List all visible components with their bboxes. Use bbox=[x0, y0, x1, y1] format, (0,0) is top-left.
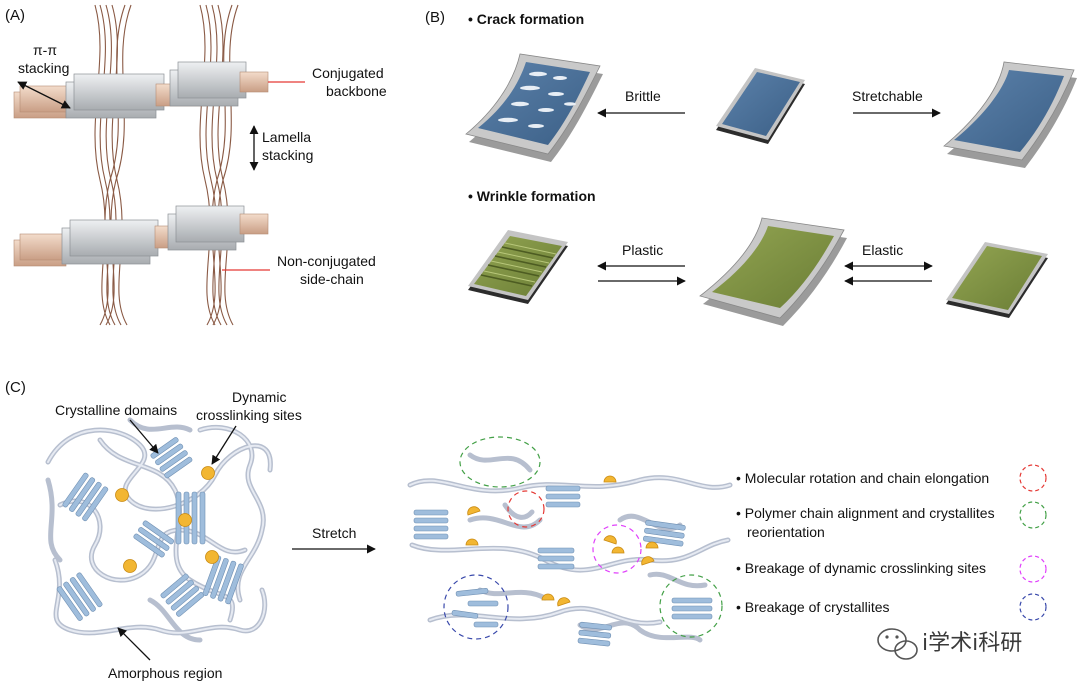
magenta-region-circle bbox=[592, 524, 642, 574]
side-chain-label-1: Non-conjugated bbox=[277, 253, 376, 269]
legend-item-2b: reorientation bbox=[747, 524, 825, 540]
aligned-crystallite bbox=[413, 509, 449, 540]
pi-stacking-arrow bbox=[17, 81, 71, 109]
stretched-green-film bbox=[699, 217, 847, 326]
conjugated-label-1: Conjugated bbox=[312, 65, 384, 81]
conjugated-label-2: backbone bbox=[326, 83, 387, 99]
half-crosslink bbox=[645, 541, 659, 549]
aligned-crystallite bbox=[537, 547, 575, 570]
crystalline-domain bbox=[133, 520, 175, 558]
panel-a: (A) bbox=[5, 4, 387, 326]
crystalline-domain bbox=[62, 472, 109, 522]
green-region-circle-2 bbox=[659, 574, 723, 638]
elastic-label: Elastic bbox=[862, 242, 903, 258]
legend: • Molecular rotation and chain elongatio… bbox=[736, 464, 1047, 621]
stretched-blue-film bbox=[943, 61, 1077, 168]
pi-stacking-label-2: stacking bbox=[18, 60, 69, 76]
backbone-stack-lower bbox=[13, 205, 269, 267]
legend-marker-green bbox=[1019, 501, 1047, 529]
crosslink-sites bbox=[115, 466, 219, 573]
fiber-bundle bbox=[94, 4, 132, 326]
watermark: i学术i科研 bbox=[877, 628, 1022, 660]
panel-c: (C) bbox=[5, 379, 1047, 681]
wechat-icon bbox=[877, 628, 918, 660]
half-crosslink bbox=[465, 538, 479, 546]
legend-marker-red bbox=[1019, 464, 1047, 492]
panel-a-tag: (A) bbox=[5, 7, 25, 24]
stretchable-label: Stretchable bbox=[852, 88, 923, 104]
crosslink-site bbox=[201, 466, 215, 480]
cracked-film bbox=[465, 53, 603, 162]
brittle-label: Brittle bbox=[625, 88, 661, 104]
watermark-text: i学术i科研 bbox=[922, 631, 1022, 656]
lamella-label-1: Lamella bbox=[262, 129, 311, 145]
dynamic-label-1: Dynamic bbox=[232, 389, 286, 405]
region-circles bbox=[443, 436, 723, 640]
dynamic-arrow bbox=[211, 425, 237, 465]
legend-item-1: • Molecular rotation and chain elongatio… bbox=[736, 470, 989, 486]
legend-item-2: • Polymer chain alignment and crystallit… bbox=[736, 505, 995, 521]
crosslink-site bbox=[123, 559, 137, 573]
half-crosslink bbox=[603, 535, 617, 545]
stretch-label: Stretch bbox=[312, 525, 356, 541]
amorphous-label: Amorphous region bbox=[108, 665, 222, 681]
half-crosslink bbox=[641, 556, 655, 566]
legend-marker-magenta bbox=[1019, 555, 1047, 583]
crosslink-site bbox=[205, 550, 219, 564]
wrinkle-title: • Wrinkle formation bbox=[468, 188, 596, 204]
panel-c-tag: (C) bbox=[5, 379, 26, 396]
stretched-network bbox=[407, 436, 733, 647]
aligned-crystallite bbox=[643, 519, 686, 547]
legend-item-3: • Breakage of dynamic crosslinking sites bbox=[736, 560, 986, 576]
crosslink-site bbox=[115, 488, 129, 502]
plastic-label: Plastic bbox=[622, 242, 663, 258]
broken-crosslinks bbox=[465, 475, 659, 607]
blue-region-circle bbox=[443, 574, 509, 640]
fiber-bundle bbox=[199, 4, 239, 326]
side-chain-label-2: side-chain bbox=[300, 271, 364, 287]
half-crosslink bbox=[541, 593, 555, 601]
unstretched-network bbox=[45, 417, 273, 643]
crystalline-domains-label: Crystalline domains bbox=[55, 402, 177, 418]
half-crosslink bbox=[611, 546, 625, 554]
pristine-blue-film bbox=[716, 68, 805, 144]
legend-marker-blue bbox=[1019, 593, 1047, 621]
crack-title: • Crack formation bbox=[468, 11, 584, 27]
aligned-crystallite bbox=[671, 597, 713, 620]
lamella-label-2: stacking bbox=[262, 147, 313, 163]
legend-item-4: • Breakage of crystallites bbox=[736, 599, 890, 615]
crystalline-domains-arrow bbox=[129, 419, 159, 454]
crosslink-site bbox=[178, 513, 192, 527]
amorphous-arrow bbox=[117, 627, 151, 661]
aligned-crystallite bbox=[577, 621, 612, 647]
pi-stacking-label-1: π-π bbox=[33, 42, 57, 58]
dynamic-label-2: crosslinking sites bbox=[196, 407, 302, 423]
wrinkled-film bbox=[468, 230, 568, 304]
broken-crystallite bbox=[451, 588, 499, 628]
crystalline-domain bbox=[202, 555, 244, 605]
crystalline-domain bbox=[160, 573, 205, 617]
pristine-green-film bbox=[946, 242, 1048, 318]
crystalline-domain bbox=[56, 572, 103, 621]
half-crosslink bbox=[557, 597, 571, 607]
aligned-crystallite bbox=[545, 485, 581, 508]
red-region-circle bbox=[507, 490, 545, 528]
half-crosslink bbox=[603, 475, 617, 483]
side-chain-fibers bbox=[94, 4, 239, 326]
half-crosslink bbox=[467, 506, 481, 516]
panel-b-tag: (B) bbox=[425, 9, 445, 26]
panel-b: (B) • Crack formation Brittle Stretchabl… bbox=[425, 9, 1077, 326]
green-region-circle bbox=[459, 436, 541, 488]
